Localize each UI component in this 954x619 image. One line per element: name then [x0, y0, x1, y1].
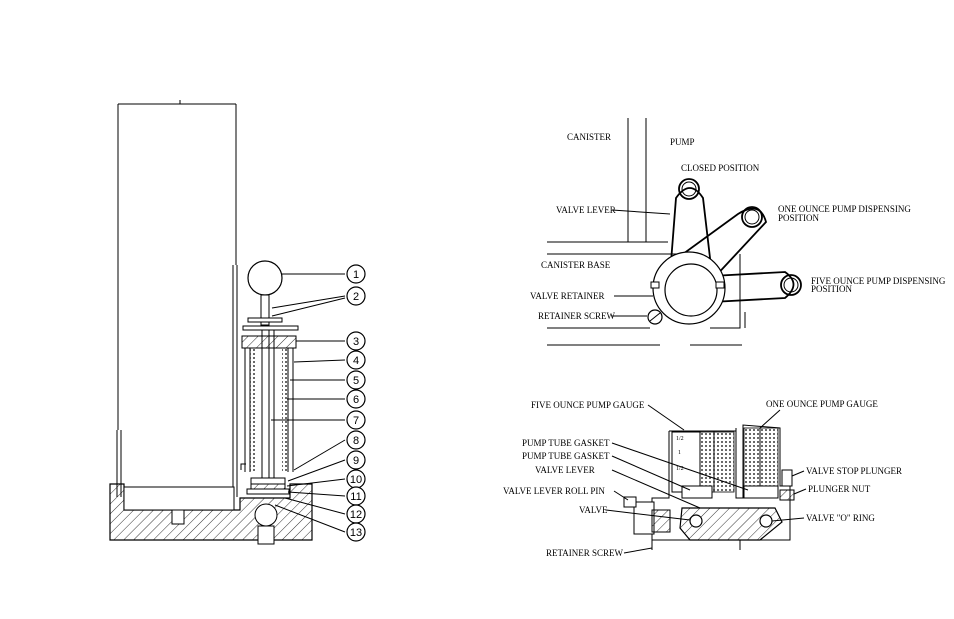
callout-number: 2 [353, 291, 359, 303]
label-pump: PUMP [670, 137, 695, 147]
label-five-ounce-line2: POSITION [811, 284, 853, 294]
gauge-mark-half-bottom: 1/2 [676, 466, 684, 472]
callout-11: 11 [346, 486, 366, 506]
callout-leaders [271, 273, 346, 533]
label-plunger-nut: PLUNGER NUT [808, 484, 871, 494]
canister-lower-wall [116, 265, 238, 497]
callout-number: 1 [353, 269, 359, 281]
label-valve-retainer: VALVE RETAINER [530, 291, 605, 301]
valve-o-ring-left [689, 514, 703, 528]
valve-o-ring-right [759, 514, 773, 528]
callout-4: 4 [346, 350, 366, 370]
callout-number: 5 [353, 375, 359, 387]
plunger-nut [779, 489, 795, 501]
callout-7: 7 [346, 410, 366, 430]
five-ounce-lever [711, 271, 795, 303]
callout-number: 6 [353, 394, 359, 406]
dispenser-base [109, 483, 313, 545]
label-valve: VALVE [579, 505, 608, 515]
label-canister: CANISTER [567, 132, 611, 142]
callout-number: 4 [353, 355, 359, 367]
label-canister-base: CANISTER BASE [541, 260, 611, 270]
pump-knob [247, 260, 283, 296]
label-five-ounce-line1: FIVE OUNCE PUMP DISPENSING [811, 276, 946, 286]
callout-2: 2 [346, 286, 366, 306]
closed-lever [669, 187, 713, 276]
label-five-ounce-gauge: FIVE OUNCE PUMP GAUGE [531, 400, 645, 410]
label-valve-lever-section: VALVE LEVER [535, 465, 595, 475]
label-pump-tube-gasket-1: PUMP TUBE GASKET [522, 438, 610, 448]
callout-8: 8 [346, 430, 366, 450]
callout-12: 12 [346, 504, 366, 524]
five-ounce-gauge: 1/2 1 1/2 [671, 431, 735, 493]
dispenser-cross-section: 1 2 3 4 5 6 7 8 [109, 100, 366, 545]
label-one-ounce-line2: POSITION [778, 213, 820, 223]
label-valve-lever: VALVE LEVER [556, 205, 616, 215]
label-retainer-screw-section: RETAINER SCREW [546, 548, 624, 558]
valve-stop-plunger [781, 469, 793, 487]
callout-9: 9 [346, 450, 366, 470]
label-valve-o-ring: VALVE "O" RING [806, 513, 875, 523]
label-valve-lever-roll-pin: VALVE LEVER ROLL PIN [503, 486, 605, 496]
label-retainer-screw: RETAINER SCREW [538, 311, 616, 321]
callout-number: 7 [353, 415, 359, 427]
callout-13: 13 [346, 522, 366, 542]
valve-body [679, 507, 783, 541]
callout-number: 3 [353, 336, 359, 348]
callout-1: 1 [346, 264, 366, 284]
pump-tube-assembly [240, 260, 299, 495]
right-gasket [743, 485, 779, 499]
callout-number: 12 [350, 509, 362, 521]
valve-position-diagram: CANISTER PUMP CLOSED POSITION VALVE LEVE… [530, 118, 946, 346]
callout-5: 5 [346, 370, 366, 390]
canister-outline [117, 100, 237, 430]
one-ounce-gauge [743, 427, 779, 489]
label-one-ounce-line1: ONE OUNCE PUMP DISPENSING [778, 204, 911, 214]
label-valve-stop-plunger: VALVE STOP PLUNGER [806, 466, 902, 476]
callout-number: 10 [350, 474, 362, 486]
label-pump-tube-gasket-2: PUMP TUBE GASKET [522, 451, 610, 461]
callout-number: 8 [353, 435, 359, 447]
callout-number: 9 [353, 455, 359, 467]
valve-lever-block [633, 501, 655, 535]
one-ounce-lever [671, 207, 768, 281]
pump-section-diagram: 1/2 1 1/2 FIVE OUNCE PUMP GAUGE ONE OUNC… [503, 399, 902, 558]
label-one-ounce-gauge: ONE OUNCE PUMP GAUGE [766, 399, 878, 409]
callout-10: 10 [346, 469, 366, 489]
callout-3: 3 [346, 331, 366, 351]
gauge-mark-one: 1 [678, 450, 681, 456]
gauge-mark-half-top: 1/2 [676, 436, 684, 442]
callout-number: 13 [350, 527, 362, 539]
callout-number: 11 [350, 491, 361, 503]
label-closed-position: CLOSED POSITION [681, 163, 760, 173]
callout-6: 6 [346, 389, 366, 409]
left-gasket [681, 485, 713, 499]
